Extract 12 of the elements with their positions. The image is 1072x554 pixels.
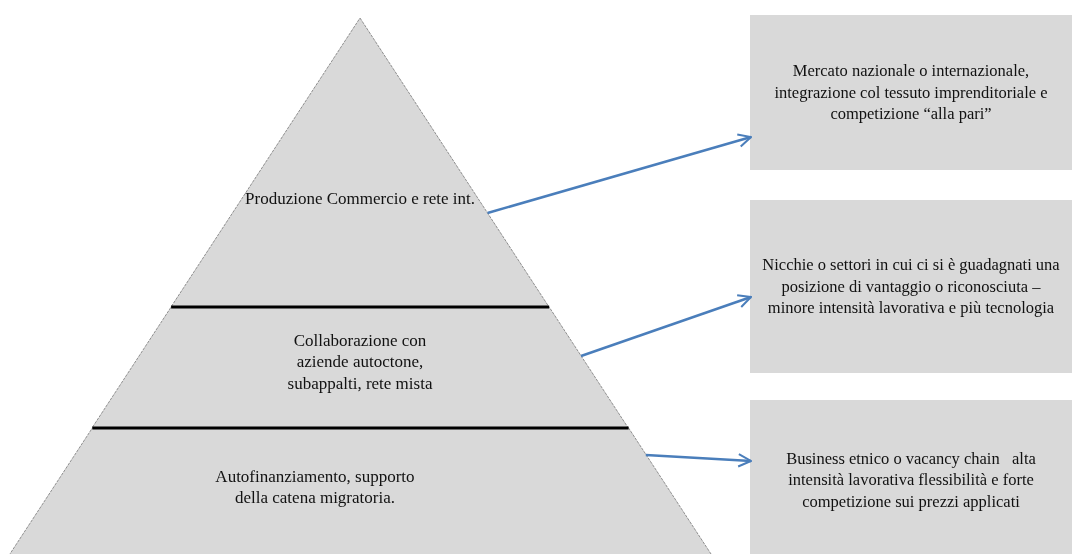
level-label: Collaborazione con aziende autoctone, subappalti, rete mista <box>286 330 434 394</box>
level-label: Autofinanziamento, supporto della catena migratoria. <box>215 466 415 509</box>
description-text: Business etnico o vacancy chain alta intensità lavorativa flessibilità e forte competizione sui prezzi applicati <box>785 447 1037 513</box>
description-box <box>750 400 1072 554</box>
level-label: Produzione Commercio e rete int. <box>244 188 476 210</box>
arrow <box>487 133 752 215</box>
arrow <box>580 294 752 358</box>
description-box <box>750 200 1072 373</box>
description-text: Nicchie o settori in cui ci si è guadagnati una posizione di vantaggio o riconosciuta – minore intensità lavorativa e più tecnologia <box>761 254 1061 319</box>
description-box <box>750 15 1072 170</box>
description-text: Mercato nazionale o internazionale, integrazione col tessuto imprenditoriale e competizione “alla pari” <box>773 60 1049 125</box>
arrow <box>645 453 752 468</box>
